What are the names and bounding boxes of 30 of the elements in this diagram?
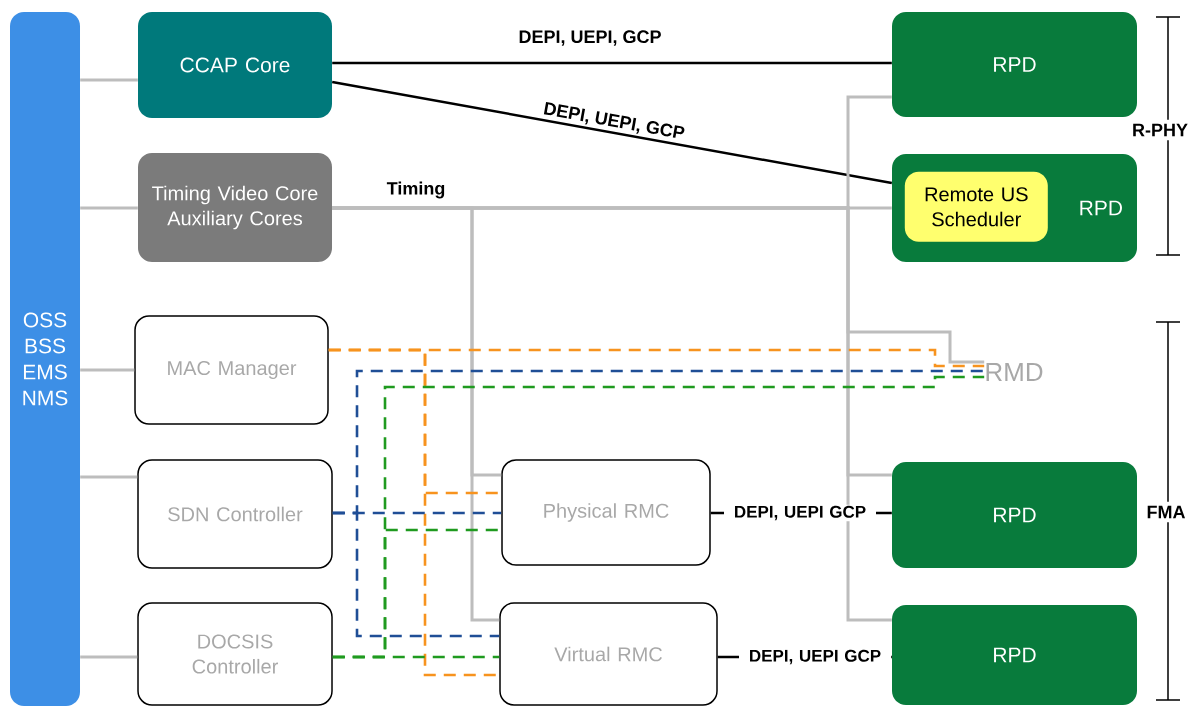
connector xyxy=(80,655,138,659)
process-box: MAC Manager xyxy=(134,315,329,425)
process-box: CCAP Core xyxy=(138,12,332,118)
connector xyxy=(332,206,892,622)
connector xyxy=(332,511,500,638)
process-box: Virtual RMC xyxy=(499,602,718,706)
device-box: RPD xyxy=(892,605,1137,705)
system-bar: OSS BSS EMS NMS xyxy=(10,12,80,706)
edge-label: Timing xyxy=(386,181,445,199)
edge-label: DEPI, UEPI, GCP xyxy=(543,101,685,138)
device-box: RPD xyxy=(892,462,1137,568)
process-box: DOCSIS Controller xyxy=(137,602,333,706)
connector xyxy=(332,655,500,659)
scheduler-box: Remote US Scheduler xyxy=(904,171,1048,242)
connector xyxy=(332,61,892,65)
edge-label: DEPI, UEPI, GCP xyxy=(519,30,661,46)
device-label: RMD xyxy=(986,363,1043,381)
process-box: Physical RMC xyxy=(501,459,711,566)
connector xyxy=(80,475,138,479)
connector xyxy=(332,80,892,185)
group-label: FMA xyxy=(1142,501,1190,523)
connector xyxy=(80,206,138,210)
edge-label: DEPI, UEPI GCP xyxy=(739,648,891,666)
connector xyxy=(80,368,135,372)
group-label: R-PHY xyxy=(1128,119,1192,141)
process-box: SDN Controller xyxy=(137,459,333,569)
process-box: Timing Video Core Auxiliary Cores xyxy=(138,153,332,262)
connector xyxy=(80,78,138,82)
device-box: RPD xyxy=(892,12,1137,117)
edge-label: DEPI, UEPI GCP xyxy=(724,504,876,522)
